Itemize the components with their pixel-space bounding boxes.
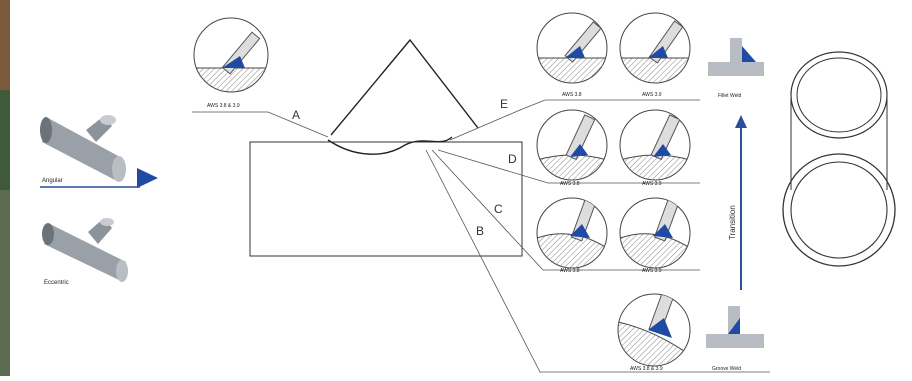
leader-lines xyxy=(192,99,770,373)
groove-weld-icon xyxy=(706,306,764,348)
branch-pipe xyxy=(330,38,479,136)
joint-label-c1: AWS 3.8 xyxy=(560,268,580,274)
detail-circle-a xyxy=(193,17,269,93)
detail-circle-d1 xyxy=(536,109,608,181)
detail-circle-c1 xyxy=(536,197,608,269)
groove-weld-label: Groove Weld xyxy=(712,366,742,372)
pipe-elevation xyxy=(782,51,896,267)
angular-label[interactable]: Angular xyxy=(42,178,63,184)
selected-triangle-icon xyxy=(137,168,158,188)
joint-label-e1: AWS 3.8 xyxy=(562,92,582,98)
eccentric-pipe-icon xyxy=(42,218,128,282)
joint-label-e2: AWS 3.9 xyxy=(642,92,662,98)
detail-circle-d2 xyxy=(619,109,691,181)
joint-label-a: AWS 3.8 & 3.9 xyxy=(207,103,240,109)
joint-label-c2: AWS 3.9 xyxy=(642,268,662,274)
eccentric-label[interactable]: Eccentric xyxy=(44,280,69,286)
path-label-a: A xyxy=(292,108,301,122)
joint-label-d1: AWS 3.8 xyxy=(560,181,580,187)
detail-circle-c2 xyxy=(619,197,691,269)
joint-label-d2: AWS 3.9 xyxy=(642,181,662,187)
path-label-e: E xyxy=(500,97,509,111)
transition-arrow xyxy=(735,115,747,290)
path-label-b: B xyxy=(476,224,485,238)
fillet-weld-icon xyxy=(708,38,764,76)
path-label-d: D xyxy=(508,152,517,166)
detail-circle-e2 xyxy=(619,12,691,84)
detail-circle-e1 xyxy=(536,12,608,84)
angular-pipe-icon xyxy=(40,115,126,182)
path-label-c: C xyxy=(494,202,503,216)
joint-label-b: AWS 3.8 & 3.9 xyxy=(630,366,663,372)
fillet-weld-label: Fillet Weld xyxy=(718,93,742,99)
detail-circle-b xyxy=(617,293,691,367)
pipe-section-box xyxy=(249,141,523,257)
transition-label: Transition xyxy=(728,205,737,240)
